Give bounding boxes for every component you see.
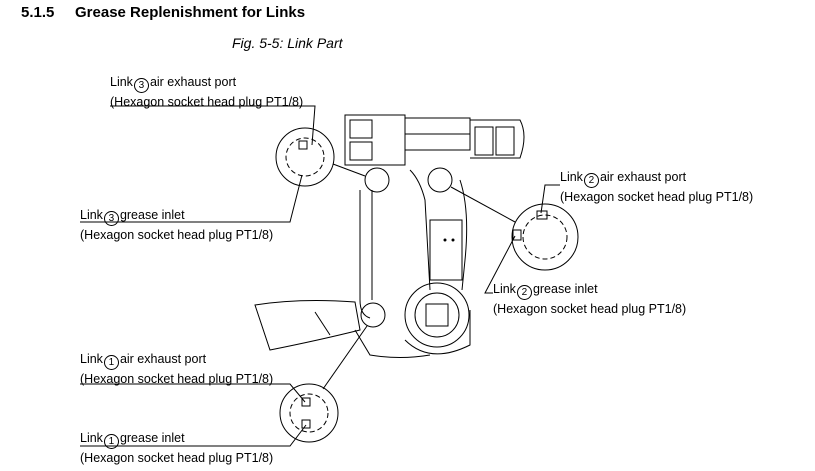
callout-text: air exhaust port [599, 170, 687, 184]
link-number-badge: 1 [103, 355, 119, 370]
link2-connector [450, 186, 516, 223]
callout-text: air exhaust port [149, 75, 237, 89]
callout-prefix: Link [110, 75, 133, 89]
link3-joint-marker [364, 167, 390, 193]
link-number-badge: 3 [103, 211, 119, 226]
link3-detail-view [275, 127, 335, 187]
callout-text: grease inlet [119, 431, 185, 445]
link1-joint-marker [360, 302, 386, 328]
link-number-badge: 2 [516, 285, 532, 300]
callout-prefix: Link [80, 431, 103, 445]
link2-joint-marker [427, 167, 453, 193]
leader-lines [80, 105, 560, 447]
section-heading: 5.1.5 Grease Replenishment for Links [21, 4, 305, 21]
callout-prefix: Link [493, 282, 516, 296]
callout-detail: (Hexagon socket head plug PT1/8) [80, 372, 274, 386]
link2-detail-view [511, 203, 579, 271]
callout-detail: (Hexagon socket head plug PT1/8) [560, 190, 754, 204]
callout-detail: (Hexagon socket head plug PT1/8) [493, 302, 687, 316]
link-number-badge: 1 [103, 434, 119, 449]
link-number-badge: 2 [583, 173, 599, 188]
robot-upper-arm [344, 114, 525, 166]
callout-text: air exhaust port [119, 352, 207, 366]
section-title: Grease Replenishment for Links [75, 4, 306, 21]
robot-lower-arm [359, 169, 468, 319]
callout-prefix: Link [560, 170, 583, 184]
link-number-badge: 3 [133, 78, 149, 93]
callout-text: grease inlet [119, 208, 185, 222]
callout-prefix: Link [80, 208, 103, 222]
callout-text: grease inlet [532, 282, 598, 296]
callout-detail: (Hexagon socket head plug PT1/8) [80, 228, 274, 242]
callout-detail: (Hexagon socket head plug PT1/8) [80, 451, 274, 465]
callout-detail: (Hexagon socket head plug PT1/8) [110, 95, 304, 109]
link3-connector [332, 163, 366, 177]
figure-caption: Fig. 5-5: Link Part [232, 35, 343, 51]
robot-base [254, 282, 471, 358]
link1-connector [322, 325, 368, 390]
link1-detail-view [279, 383, 339, 443]
callout-prefix: Link [80, 352, 103, 366]
section-number: 5.1.5 [21, 4, 55, 21]
